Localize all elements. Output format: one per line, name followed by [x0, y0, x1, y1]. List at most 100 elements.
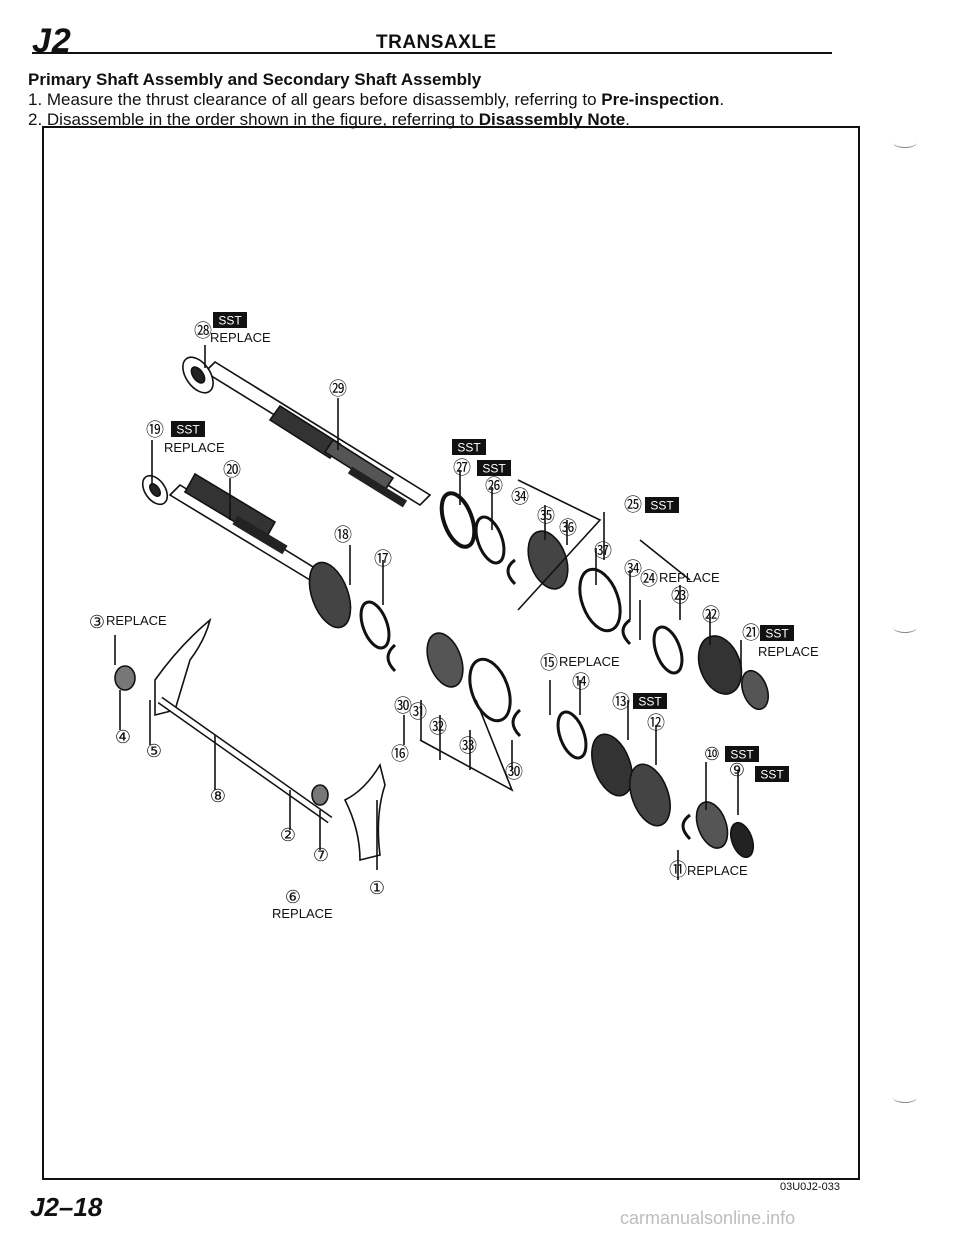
- replace-label-15: REPLACE: [559, 654, 620, 669]
- gear-36: [527, 530, 569, 590]
- bearing-21: [741, 669, 769, 711]
- callout-14: ⑭: [572, 672, 590, 693]
- svg-text:SST: SST: [760, 768, 784, 782]
- callout-30b: ㉚: [505, 762, 523, 783]
- callout-27: ㉗: [453, 458, 471, 479]
- callouts: ㉘ ㉙ ⑲ ⑳ ㉗ ㉖ ㉞ ㉟ ㊱ ㉕ ㊲ ㉞ ㉔ ㉓ ㉒ ㉑ ⑱ ⑰ ③ ⑮ …: [89, 321, 760, 908]
- callout-19: ⑲: [146, 420, 164, 441]
- margin-tick: [893, 137, 917, 148]
- bearing-9: [729, 821, 755, 859]
- callout-13: ⑬: [612, 692, 630, 713]
- gear-12: [629, 763, 671, 827]
- svg-text:SST: SST: [457, 441, 481, 455]
- replace-label-3: REPLACE: [106, 613, 167, 628]
- callout-37: ㊲: [594, 541, 612, 562]
- svg-text:SST: SST: [650, 499, 674, 513]
- callout-3: ③: [89, 612, 105, 633]
- gear-13: [591, 733, 633, 797]
- spring-pin-2: [311, 784, 329, 806]
- page-number: J2–18: [30, 1192, 103, 1222]
- replace-label-21: REPLACE: [758, 644, 819, 659]
- callout-29: ㉙: [329, 379, 347, 400]
- callout-5: ⑤: [146, 741, 162, 762]
- sst-badge-19: SST: [171, 421, 205, 437]
- callout-11: ⑪: [669, 860, 687, 881]
- primary-shaft: [203, 360, 432, 508]
- bearing-27: [439, 491, 477, 549]
- sst-badge-21: SST: [760, 625, 794, 641]
- ring-14: [556, 710, 588, 760]
- step-2: 2. Disassemble in the order shown in the…: [28, 110, 630, 129]
- exploded-view-diagram: SST SST SST SST SST SST SST SST SST REPL…: [89, 312, 819, 921]
- callout-25: ㉕: [624, 495, 642, 516]
- title-rule: [32, 52, 832, 54]
- replace-label-6: REPLACE: [272, 906, 333, 921]
- callout-6: ⑥: [285, 887, 301, 908]
- callout-18: ⑱: [334, 525, 352, 546]
- callout-24: ㉔: [640, 569, 658, 590]
- replace-label-19: REPLACE: [164, 440, 225, 455]
- callout-22: ㉒: [702, 605, 720, 626]
- pre-inspection-reference: Pre-inspection: [601, 90, 720, 109]
- margin-tick: [893, 1092, 917, 1103]
- sst-badge-27: SST: [477, 460, 511, 476]
- callout-23: ㉓: [671, 586, 689, 607]
- sst-badge-upper: SST: [452, 439, 486, 455]
- callout-21: ㉑: [742, 623, 760, 644]
- callout-15: ⑮: [540, 653, 558, 674]
- hub-32: [468, 657, 512, 723]
- svg-text:SST: SST: [176, 423, 200, 437]
- replace-label-11: REPLACE: [687, 863, 748, 878]
- callout-9: ⑨: [729, 760, 745, 781]
- figure-id: 03U0J2-033: [780, 1181, 840, 1193]
- callout-20: ⑳: [223, 460, 241, 481]
- sst-badge-9: SST: [755, 766, 789, 782]
- sst-badge-10: SST: [725, 746, 759, 762]
- svg-text:SST: SST: [765, 627, 789, 641]
- sst-badge-13: SST: [633, 693, 667, 709]
- sst-badge-28: SST: [213, 312, 247, 328]
- section-code: J2: [32, 22, 72, 60]
- procedure-heading: Primary Shaft Assembly and Secondary Sha…: [28, 70, 482, 89]
- sst-badge-25: SST: [645, 497, 679, 513]
- section-title: TRANSAXLE: [376, 32, 497, 53]
- svg-text:SST: SST: [218, 314, 242, 328]
- replace-labels: REPLACE REPLACE REPLACE REPLACE REPLACE …: [106, 330, 819, 921]
- callout-30a: ㉚: [394, 696, 412, 717]
- callout-36: ㊱: [559, 518, 577, 539]
- callout-17: ⑰: [374, 549, 392, 570]
- callout-28: ㉘: [194, 321, 212, 342]
- gear-10: [695, 801, 729, 849]
- gear-18: [308, 561, 352, 629]
- callout-2: ②: [280, 825, 296, 846]
- step-1: 1. Measure the thrust clearance of all g…: [28, 90, 725, 109]
- figure-frame: [42, 126, 860, 1180]
- callout-8: ⑧: [210, 786, 226, 807]
- callout-33: ㉝: [459, 736, 477, 757]
- secondary-shaft: [168, 472, 320, 582]
- callout-31: ㉛: [409, 702, 427, 723]
- svg-text:SST: SST: [638, 695, 662, 709]
- callout-34a: ㉞: [511, 487, 529, 508]
- hub-37: [578, 567, 622, 633]
- gear-31: [426, 632, 464, 688]
- callout-35: ㉟: [537, 506, 555, 527]
- margin-tick: [893, 622, 917, 633]
- callout-16: ⑯: [391, 744, 409, 765]
- replace-label-24: REPLACE: [659, 570, 720, 585]
- replace-label-28: REPLACE: [210, 330, 271, 345]
- sst-badges: SST SST SST SST SST SST SST SST SST: [171, 312, 794, 782]
- callout-4: ④: [115, 727, 131, 748]
- callout-34b: ㉞: [624, 559, 642, 580]
- callout-32: ㉜: [429, 717, 447, 738]
- shift-fork-3: [154, 617, 212, 717]
- snap-ring-34: [506, 558, 517, 586]
- svg-text:SST: SST: [730, 748, 754, 762]
- callout-26: ㉖: [485, 476, 503, 497]
- ring-26: [474, 515, 506, 565]
- watermark: carmanualsonline.info: [620, 1208, 796, 1228]
- callout-1: ①: [369, 878, 385, 899]
- callout-10: ⑩: [704, 744, 720, 765]
- interlock-4: [114, 665, 136, 691]
- svg-text:SST: SST: [482, 462, 506, 476]
